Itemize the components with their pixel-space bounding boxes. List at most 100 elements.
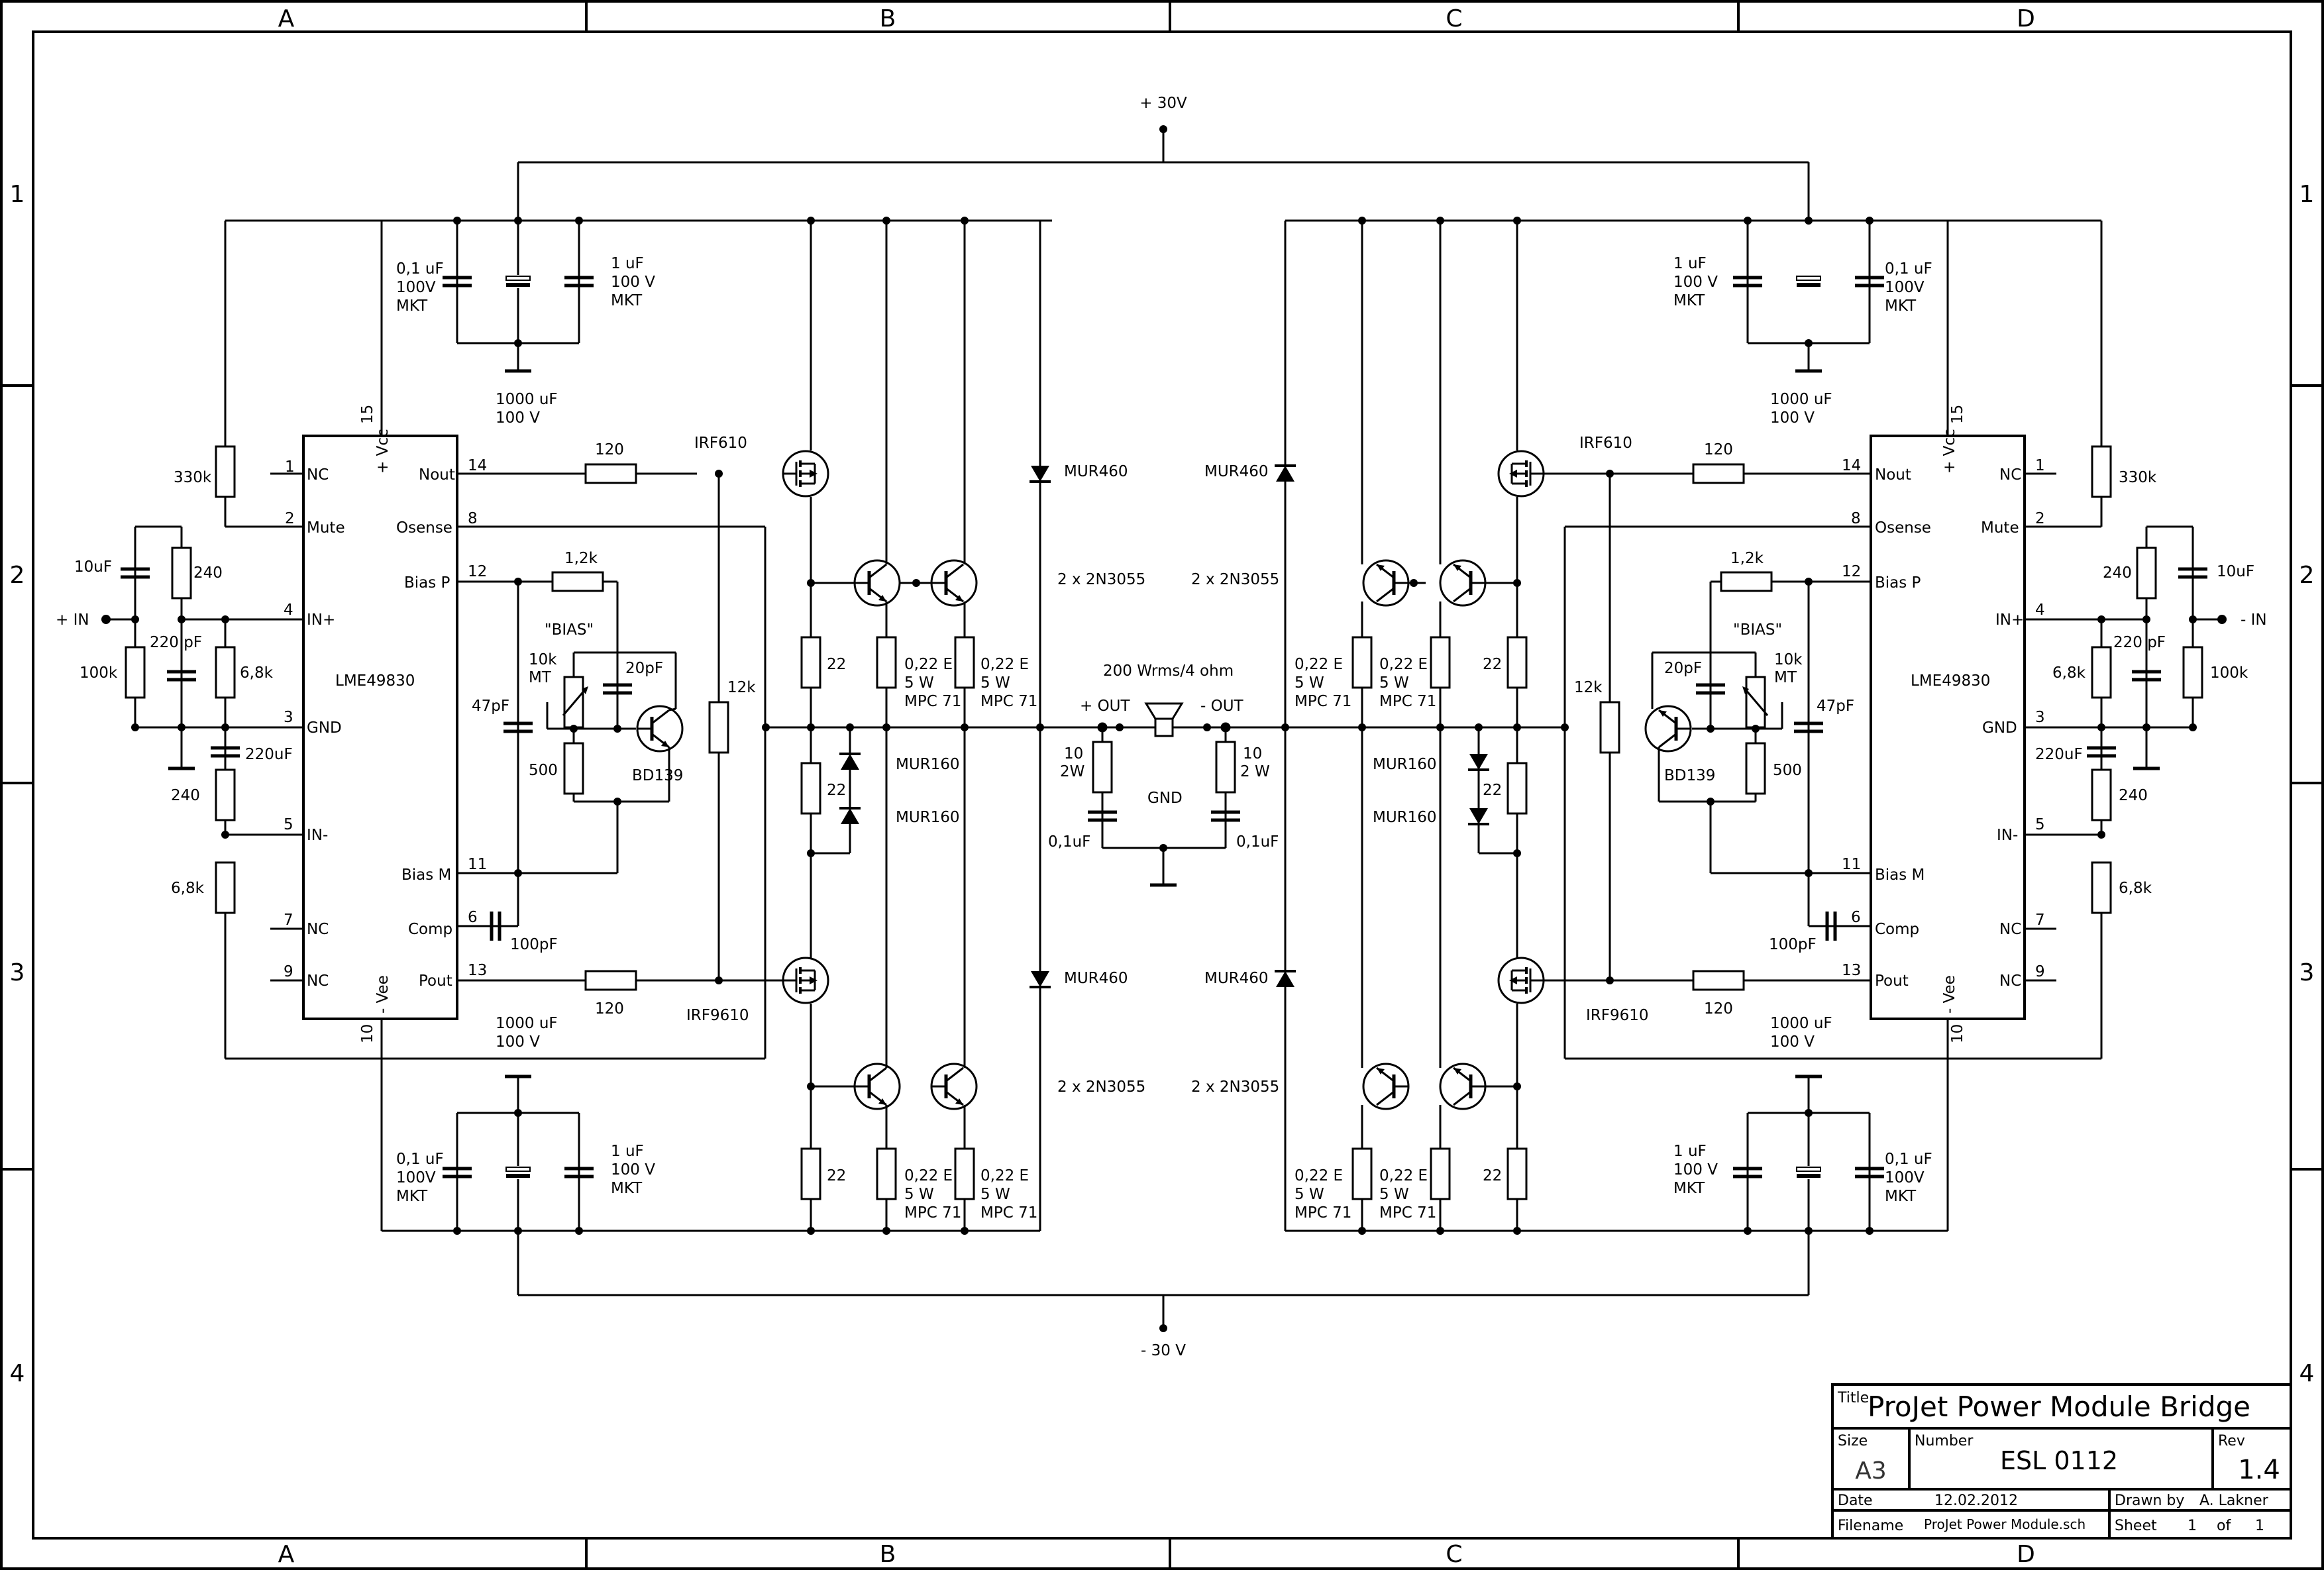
rmur460-bot-label: MUR460 bbox=[1204, 970, 1269, 987]
column-label-d: D bbox=[2017, 5, 2035, 32]
tb-size: A3 bbox=[1855, 1457, 1887, 1485]
column-label-c: C bbox=[1446, 5, 1462, 32]
fet-bot-label: IRF9610 bbox=[686, 1007, 749, 1024]
rpin-nout: Nout bbox=[1875, 466, 1911, 484]
c-47pf-label: 47pF bbox=[472, 698, 509, 715]
c-1000uf-bot-line1: 1000 uF bbox=[496, 1015, 558, 1032]
c-220pf-label: 220 pF bbox=[150, 634, 202, 651]
rre-bot-2-line1: 0,22 E bbox=[1379, 1167, 1428, 1184]
row-label-4-right: 4 bbox=[2299, 1360, 2315, 1387]
row-label-2-right: 2 bbox=[2299, 562, 2315, 589]
rpin-pout-num: 13 bbox=[1842, 962, 1861, 979]
rc-1000uf-bot-line1: 1000 uF bbox=[1770, 1015, 1832, 1032]
rc-1uf-bot-line1: 1 uF bbox=[1673, 1143, 1707, 1160]
rpot-10k-line2: MT bbox=[1774, 669, 1797, 686]
vcc-pin-label: + Vcc bbox=[374, 429, 392, 474]
rr-330k-label: 330k bbox=[2119, 469, 2157, 486]
c-1uf-top-line3: MKT bbox=[611, 292, 643, 309]
r-68k-a-label: 6,8k bbox=[240, 664, 274, 682]
rc-100pf-label: 100pF bbox=[1769, 936, 1817, 953]
tb-filename: ProJet Power Module.sch bbox=[1924, 1516, 2086, 1532]
re-bot-1-line1: 0,22 E bbox=[904, 1167, 953, 1184]
pot-10k-line1: 10k bbox=[529, 651, 557, 668]
r-22-c-label: 22 bbox=[827, 1167, 846, 1184]
c-01uf-bot-line2: 100V bbox=[396, 1169, 436, 1186]
r-68k-b-label: 6,8k bbox=[171, 880, 205, 897]
tb-rev-label: Rev bbox=[2218, 1433, 2245, 1449]
r-22-b-label: 22 bbox=[827, 782, 846, 799]
row-label-1: 1 bbox=[10, 181, 25, 208]
mur460-top-label: MUR460 bbox=[1064, 463, 1128, 480]
tb-date-label: Date bbox=[1838, 1492, 1873, 1509]
pin-comp: Comp bbox=[408, 921, 452, 938]
rpin-nc1: NC bbox=[1999, 466, 2021, 484]
rpin-nout-num: 14 bbox=[1842, 457, 1861, 474]
pos-out-label: + OUT bbox=[1080, 698, 1131, 715]
rre-bot-1-line2: 5 W bbox=[1294, 1186, 1324, 1203]
output-network: 200 Wrms/4 ohm + OUT - OUT 10 2W 0,1uF 1… bbox=[1040, 662, 1285, 887]
tb-drawn: A. Lakner bbox=[2199, 1492, 2269, 1509]
re-bot-1-line3: MPC 71 bbox=[904, 1204, 961, 1222]
rpin-inm: IN- bbox=[1997, 827, 2018, 844]
bd139-label: BD139 bbox=[632, 767, 683, 784]
c-01uf-top-line3: MKT bbox=[396, 297, 428, 315]
pin-inp: IN+ bbox=[307, 611, 335, 629]
rre-top-1-line1: 0,22 E bbox=[1294, 656, 1343, 673]
r-12k-label: 12k bbox=[727, 679, 756, 696]
speaker-rating: 200 Wrms/4 ohm bbox=[1103, 662, 1234, 680]
rc-01uf-bot-line2: 100V bbox=[1885, 1169, 1925, 1186]
rtr-bot-label: 2 x 2N3055 bbox=[1191, 1078, 1279, 1096]
rre-top-1-line2: 5 W bbox=[1294, 674, 1324, 692]
pin-osense-num: 8 bbox=[468, 510, 478, 527]
rpin-osense: Osense bbox=[1875, 519, 1931, 537]
c-1000uf-bot-line2: 100 V bbox=[496, 1033, 540, 1051]
left-channel: 0,1 uF 100V MKT 1 uF 100 V MKT 1000 uF 1… bbox=[56, 162, 1145, 1295]
ic-lme49830-left bbox=[302, 435, 458, 1020]
r-330k-label: 330k bbox=[174, 469, 212, 486]
pin-inp-num: 4 bbox=[284, 602, 293, 619]
rre-top-1-line3: MPC 71 bbox=[1294, 693, 1351, 710]
tb-title: ProJet Power Module Bridge bbox=[1868, 1390, 2250, 1423]
pin-nc1-num: 1 bbox=[285, 458, 295, 476]
fet-top-label: IRF610 bbox=[694, 435, 747, 452]
rc-220uf-label: 220uF bbox=[2035, 746, 2083, 763]
mur460-bot-label: MUR460 bbox=[1064, 970, 1128, 987]
re-bot-2-line1: 0,22 E bbox=[980, 1167, 1029, 1184]
rpin-nc7: NC bbox=[1999, 921, 2021, 938]
re-top-1-line1: 0,22 E bbox=[904, 656, 953, 673]
c-out-right-label: 0,1uF bbox=[1236, 833, 1279, 851]
rpin-nc9-num: 9 bbox=[2035, 963, 2045, 980]
tr-bot-label: 2 x 2N3055 bbox=[1057, 1078, 1145, 1096]
rr-12k-label: 12k bbox=[1574, 679, 1603, 696]
re-top-2-line2: 5 W bbox=[980, 674, 1010, 692]
rc-1uf-bot-line2: 100 V bbox=[1673, 1161, 1718, 1178]
rre-top-2-line3: MPC 71 bbox=[1379, 693, 1436, 710]
row-label-3: 3 bbox=[10, 959, 25, 986]
pin-biasm-num: 11 bbox=[468, 856, 487, 873]
rc-01uf-bot-line1: 0,1 uF bbox=[1885, 1151, 1932, 1168]
pin-gnd: GND bbox=[307, 719, 342, 737]
speaker-icon bbox=[1144, 702, 1184, 737]
pin-biasp: Bias P bbox=[404, 574, 450, 592]
c-1000uf-top-line1: 1000 uF bbox=[496, 391, 558, 408]
re-top-2-line1: 0,22 E bbox=[980, 656, 1029, 673]
rr-68k-a-label: 6,8k bbox=[2052, 664, 2086, 682]
rc-01uf-bot-line3: MKT bbox=[1885, 1188, 1917, 1205]
c-01uf-top-line2: 100V bbox=[396, 279, 436, 296]
re-top-1-line3: MPC 71 bbox=[904, 693, 961, 710]
pin-mute: Mute bbox=[307, 519, 345, 537]
r-100k-label: 100k bbox=[79, 664, 118, 682]
ic-lme49830-right bbox=[1870, 435, 2026, 1020]
pin-inm-num: 5 bbox=[284, 816, 293, 833]
bias-label: "BIAS" bbox=[545, 621, 594, 639]
rr-22-c-label: 22 bbox=[1483, 1167, 1502, 1184]
rail-positive-label: + 30V bbox=[1139, 95, 1187, 112]
pin-biasm: Bias M bbox=[401, 866, 451, 884]
c-1uf-bot-line3: MKT bbox=[611, 1180, 643, 1197]
c-1uf-top-line2: 100 V bbox=[611, 274, 655, 291]
rc-1uf-bot-line3: MKT bbox=[1673, 1180, 1705, 1197]
rpin-inp: IN+ bbox=[1995, 611, 2024, 629]
c-01uf-bot-line3: MKT bbox=[396, 1188, 428, 1205]
mur160-b-label: MUR160 bbox=[896, 809, 960, 826]
